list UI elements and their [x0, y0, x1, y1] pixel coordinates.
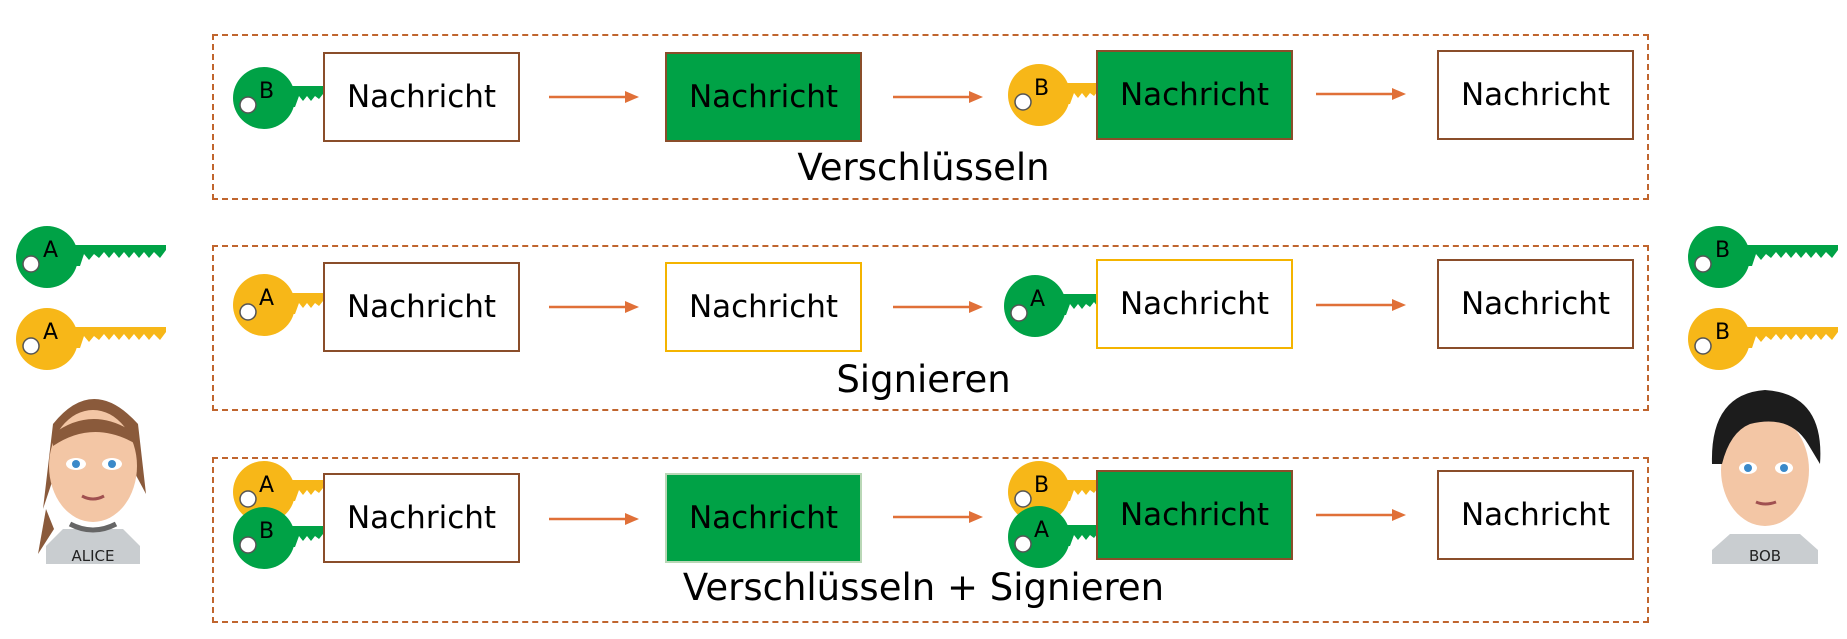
alice-name: ALICE: [72, 547, 115, 564]
row3-key-mid-b-icon: B: [1006, 459, 1116, 525]
row3-message-encrypted-signed: Nachricht: [665, 473, 862, 563]
svg-text:B: B: [1715, 238, 1730, 263]
svg-text:A: A: [1030, 287, 1045, 312]
row1-arrow-1: [549, 90, 639, 104]
row3-arrow-2: [893, 510, 983, 524]
svg-text:A: A: [1034, 518, 1049, 543]
row2-arrow-1: [549, 300, 639, 314]
row-sign-panel: [212, 245, 1649, 411]
row1-message-encrypted-2: Nachricht: [1096, 50, 1293, 140]
svg-text:B: B: [259, 79, 274, 104]
alice-key-yellow-icon: A: [14, 306, 166, 372]
row1-key-mid-icon: B: [1006, 62, 1116, 128]
svg-text:B: B: [1034, 473, 1049, 498]
alice-avatar: ALICE: [38, 399, 146, 564]
row2-key-mid-icon: A: [1002, 273, 1112, 339]
row1-message-result: Nachricht: [1437, 50, 1634, 140]
svg-text:A: A: [259, 473, 274, 498]
row1-arrow-2: [893, 90, 983, 104]
row-encrypt-panel: [212, 34, 1649, 200]
bob-key-yellow-icon: B: [1686, 306, 1838, 372]
row2-message-signed-2: Nachricht: [1096, 259, 1293, 349]
row3-key-left-b-icon: B: [231, 505, 341, 571]
row1-title: Verschlüsseln: [797, 146, 1050, 189]
row1-message-plain: Nachricht: [323, 52, 520, 142]
row1-key-left-icon: B: [231, 65, 341, 131]
row3-key-mid-a-icon: A: [1006, 504, 1116, 570]
row2-message-plain: Nachricht: [323, 262, 520, 352]
row3-key-left-a-icon: A: [231, 459, 341, 525]
svg-text:A: A: [43, 320, 58, 345]
row3-message-encrypted-signed-2: Nachricht: [1096, 470, 1293, 560]
row2-message-signed: Nachricht: [665, 262, 862, 352]
alice-key-green-icon: A: [14, 224, 166, 290]
row1-arrow-3: [1316, 87, 1406, 101]
svg-text:B: B: [1034, 76, 1049, 101]
bob-avatar: BOB: [1711, 390, 1821, 564]
row3-title: Verschlüsseln + Signieren: [682, 566, 1165, 609]
row2-arrow-2: [893, 300, 983, 314]
row3-message-result: Nachricht: [1437, 470, 1634, 560]
row2-arrow-3: [1316, 298, 1406, 312]
bob-key-green-icon: B: [1686, 224, 1838, 290]
svg-text:B: B: [259, 519, 274, 544]
row3-arrow-1: [549, 512, 639, 526]
row2-title: Signieren: [836, 358, 1011, 401]
row1-message-encrypted: Nachricht: [665, 52, 862, 142]
svg-text:B: B: [1715, 320, 1730, 345]
row3-message-plain: Nachricht: [323, 473, 520, 563]
bob-name: BOB: [1749, 547, 1781, 564]
svg-text:A: A: [259, 286, 274, 311]
row3-arrow-3: [1316, 508, 1406, 522]
svg-text:A: A: [43, 238, 58, 263]
row2-message-result: Nachricht: [1437, 259, 1634, 349]
row2-key-left-icon: A: [231, 272, 341, 338]
row-encrypt-sign-panel: [212, 457, 1649, 623]
